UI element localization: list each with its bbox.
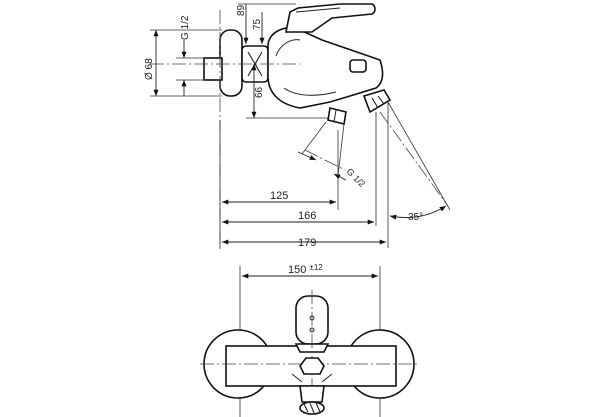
hose-outlet	[327, 107, 347, 125]
height-75-label: 75	[252, 18, 263, 30]
svg-text:150 ±12: 150 ±12	[288, 263, 323, 276]
width-125-label: 125	[270, 190, 288, 202]
centers-label: 150	[288, 264, 306, 276]
spout-front	[299, 385, 325, 403]
thread-left-label: G 1/2	[180, 15, 191, 40]
front-view: 150 ±12	[200, 263, 420, 417]
height-89-label: 89	[236, 4, 247, 16]
diverter-knob	[349, 59, 367, 73]
width-166-label: 166	[298, 210, 316, 222]
width-179-label: 179	[298, 237, 316, 249]
thread-outlet-label: G 1/2	[345, 166, 368, 189]
lever-handle	[285, 3, 376, 33]
spout-outlet	[362, 89, 392, 114]
tolerance-label: ±12	[309, 263, 323, 272]
mixer-body	[267, 26, 384, 109]
diverter-handle	[299, 357, 325, 375]
angle-label: 35°	[408, 212, 423, 223]
wall-connector	[203, 57, 223, 81]
side-view: Ø 68 G 1/2 66 89 75 G 1/2 125 166	[144, 3, 451, 250]
diameter-label: Ø 68	[144, 58, 155, 80]
wall-flange	[219, 29, 243, 97]
height-66-label: 66	[254, 86, 265, 98]
